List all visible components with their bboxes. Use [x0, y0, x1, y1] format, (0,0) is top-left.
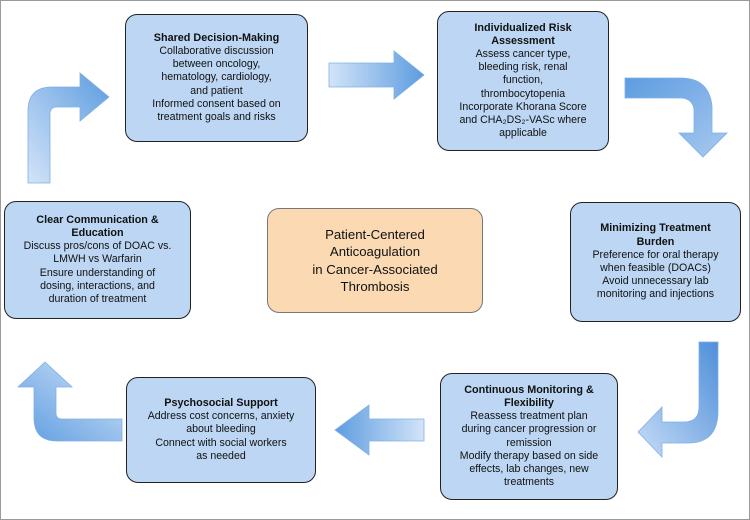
clear-communication-title-2: Education: [71, 226, 124, 239]
shared-decision-line-5: Informed consent based on: [152, 97, 281, 110]
continuous-monitoring-line-6: treatments: [503, 476, 555, 489]
continuous-monitoring-line-4: Modify therapy based on side: [459, 449, 599, 462]
treatment-burden-line-3: Avoid unnecessary lab: [602, 275, 709, 288]
risk-assessment-line-6: and CHA₂DS₂-VASc where: [459, 114, 587, 126]
risk-assessment-line-1: Assess cancer type,: [475, 47, 571, 60]
continuous-monitoring-line-2: during cancer progression or: [461, 423, 597, 436]
continuous-monitoring-line-3: remission: [506, 436, 552, 449]
shared-decision-box: Shared Decision-Making Collaborative dis…: [125, 14, 308, 142]
center-theme-line-2: in Cancer-Associated Thrombosis: [312, 261, 438, 295]
treatment-burden-line-1: Preference for oral therapy: [592, 248, 719, 261]
clear-communication-line-2: LMWH vs Warfarin: [53, 253, 142, 266]
clear-communication-line-3: Ensure understanding of: [39, 266, 156, 279]
arrow-psychosocial-to-communication: [16, 361, 123, 442]
treatment-burden-title-1: Minimizing Treatment: [600, 222, 711, 235]
risk-assessment-title-1: Individualized Risk: [474, 21, 572, 34]
continuous-monitoring-title-1: Continuous Monitoring &: [464, 383, 594, 396]
treatment-burden-title-2: Burden: [636, 235, 675, 248]
shared-decision-line-3: hematology, cardiology,: [161, 71, 272, 84]
shared-decision-line-1: Collaborative discussion: [159, 44, 274, 57]
clear-communication-line-1: Discuss pros/cons of DOAC vs.: [23, 240, 172, 253]
treatment-burden-line-4: monitoring and injections: [596, 288, 715, 301]
psychosocial-support-line-1: Address cost concerns, anxiety: [147, 410, 295, 423]
treatment-burden-box: Minimizing Treatment Burden Preference f…: [570, 202, 741, 322]
shared-decision-title: Shared Decision-Making: [153, 31, 280, 44]
risk-assessment-line-2: bleeding risk, renal: [478, 61, 568, 74]
continuous-monitoring-box: Continuous Monitoring & Flexibility Reas…: [440, 373, 618, 500]
psychosocial-support-title: Psychosocial Support: [164, 396, 278, 409]
arrow-shared-to-risk: [328, 50, 425, 100]
psychosocial-support-line-3: Connect with social workers: [155, 436, 287, 449]
arrow-monitoring-to-psychosocial: [334, 404, 425, 456]
arrow-burden-to-monitoring: [637, 341, 719, 458]
arrow-risk-to-burden: [624, 77, 728, 158]
continuous-monitoring-title-2: Flexibility: [504, 396, 554, 409]
psychosocial-support-line-2: about bleeding: [186, 423, 256, 436]
treatment-burden-line-2: when feasible (DOACs): [600, 262, 711, 274]
center-theme-box: Patient-Centered Anticoagulation in Canc…: [267, 208, 483, 313]
risk-assessment-line-5: Incorporate Khorana Score: [459, 100, 587, 113]
center-theme-line-1: Patient-Centered Anticoagulation: [325, 226, 425, 260]
clear-communication-line-5: duration of treatment: [48, 293, 147, 305]
psychosocial-support-box: Psychosocial Support Address cost concer…: [126, 377, 316, 483]
risk-assessment-line-4: thrombocytopenia: [480, 87, 566, 100]
clear-communication-box: Clear Communication & Education Discuss …: [4, 201, 191, 319]
clear-communication-title-1: Clear Communication &: [36, 213, 159, 226]
continuous-monitoring-line-5: effects, lab changes, new: [469, 462, 589, 475]
clear-communication-line-4: dosing, interactions, and: [40, 279, 155, 292]
risk-assessment-line-3: function,: [502, 74, 544, 87]
shared-decision-line-4: and patient: [190, 84, 243, 97]
risk-assessment-box: Individualized Risk Assessment Assess ca…: [437, 11, 609, 151]
continuous-monitoring-line-1: Reassess treatment plan: [470, 410, 588, 423]
risk-assessment-title-2: Assessment: [491, 34, 555, 47]
risk-assessment-line-7: applicable: [499, 127, 547, 140]
shared-decision-line-6: treatment goals and risks: [157, 111, 276, 123]
shared-decision-line-2: between oncology,: [172, 58, 261, 71]
arrow-communication-to-shared: [27, 72, 110, 184]
psychosocial-support-line-4: as needed: [196, 449, 246, 462]
